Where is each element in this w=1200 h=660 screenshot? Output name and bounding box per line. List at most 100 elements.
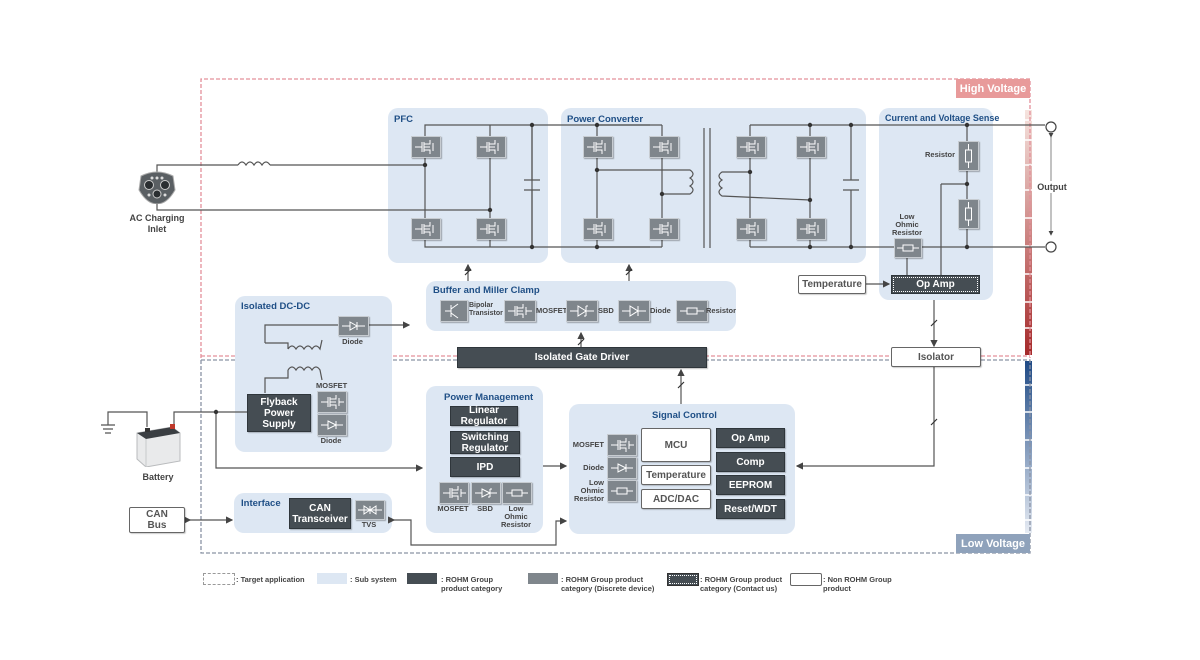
can-transceiver[interactable]: CAN Transceiver [289, 498, 351, 529]
pm-sbd[interactable] [471, 482, 501, 504]
pfc-mosfet[interactable] [411, 218, 441, 240]
resistor-icon [965, 202, 972, 226]
diode-icon [342, 321, 365, 331]
battery-icon [136, 424, 181, 468]
bipolar-transistor-label: Bipolar Transistor [469, 302, 503, 317]
ac-inlet-icon [138, 171, 176, 205]
high-voltage-label: High Voltage [956, 79, 1030, 98]
pm-mosfet[interactable] [439, 482, 469, 504]
diode-icon [321, 420, 343, 430]
pfc-mosfet[interactable] [411, 136, 441, 158]
converter-mosfet[interactable] [583, 218, 613, 240]
mosfet-icon [611, 438, 634, 452]
sense-resistor[interactable] [958, 141, 979, 171]
dcdc-diode-top-label: Diode [342, 337, 363, 346]
output-terminal-positive [1045, 121, 1057, 133]
mosfet-icon [480, 140, 499, 154]
pfc-mosfet[interactable] [476, 136, 506, 158]
converter-mosfet[interactable] [649, 218, 679, 240]
legend-rohm-product: : ROHM Group product category [441, 575, 503, 593]
adc-dac[interactable]: ADC/DAC [641, 489, 711, 509]
dcdc-diode-bottom[interactable] [317, 414, 347, 436]
legend-swatch-subsystem [317, 573, 347, 584]
legend-rohm-discrete: : ROHM Group product category (Discrete … [561, 575, 655, 593]
converter-mosfet[interactable] [736, 218, 766, 240]
resistor-icon [506, 489, 528, 497]
dcdc-diode-bottom-label: Diode [320, 436, 342, 445]
buffer-mosfet-label: MOSFET [536, 306, 568, 315]
eeprom[interactable]: EEPROM [716, 475, 785, 495]
converter-mosfet[interactable] [796, 218, 826, 240]
output-label: Output [1034, 181, 1070, 193]
signal-control-title: Signal Control [652, 410, 717, 421]
ac-charging-inlet[interactable] [137, 170, 177, 205]
sense-resistor-label: Resistor [924, 150, 955, 159]
comp[interactable]: Comp [716, 452, 785, 472]
buffer-diode[interactable] [618, 300, 650, 322]
dcdc-mosfet-label: MOSFET [316, 381, 348, 390]
bipolar-transistor[interactable] [440, 300, 468, 322]
tvs-label: TVS [361, 520, 377, 529]
battery-label: Battery [142, 472, 174, 482]
sc-low-ohmic-resistor[interactable] [607, 480, 637, 502]
sense-resistor[interactable] [958, 199, 979, 229]
switching-regulator[interactable]: Switching Regulator [450, 431, 520, 454]
mosfet-icon [740, 222, 759, 236]
pfc-mosfet[interactable] [476, 218, 506, 240]
buffer-resistor-label: Resistor [706, 306, 737, 315]
interface-title: Interface [241, 498, 281, 509]
sc-diode-label: Diode [583, 463, 604, 472]
isolated-gate-driver[interactable]: Isolated Gate Driver [457, 347, 707, 368]
converter-mosfet[interactable] [649, 136, 679, 158]
buffer-mosfet[interactable] [504, 300, 536, 322]
sense-op-amp[interactable]: Op Amp [891, 275, 980, 294]
low-ohmic-resistor[interactable] [894, 238, 922, 258]
buffer-sbd-label: SBD [598, 306, 614, 315]
mosfet-icon [415, 222, 434, 236]
linear-regulator[interactable]: Linear Regulator [450, 405, 518, 427]
flyback-power-supply[interactable]: Flyback Power Supply [247, 394, 311, 432]
dcdc-title: Isolated DC-DC [241, 301, 311, 312]
mosfet-icon [508, 304, 532, 318]
sc-mosfet[interactable] [607, 434, 637, 456]
bipolar-transistor-icon [445, 303, 459, 319]
buffer-sbd[interactable] [566, 300, 598, 322]
ipd[interactable]: IPD [450, 457, 520, 477]
converter-mosfet[interactable] [796, 136, 826, 158]
reset-wdt[interactable]: Reset/WDT [716, 499, 785, 519]
pm-low-ohmic-resistor[interactable] [502, 482, 532, 504]
legend-non-rohm: : Non ROHM Group product [823, 575, 892, 593]
sc-diode[interactable] [607, 457, 637, 479]
mosfet-icon [480, 222, 499, 236]
buffer-title: Buffer and Miller Clamp [433, 285, 540, 296]
low-ohmic-resistor-label: Low Ohmic Resistor [891, 212, 922, 237]
legend-swatch-non-rohm [790, 573, 822, 586]
schottky-diode-icon [570, 305, 594, 317]
mosfet-icon [740, 140, 759, 154]
dcdc-diode-top[interactable] [338, 316, 369, 336]
schottky-diode-icon [475, 488, 497, 498]
resistor-icon [680, 307, 704, 315]
converter-mosfet[interactable] [583, 136, 613, 158]
can-bus[interactable]: CAN Bus [129, 507, 185, 533]
ac-inlet-label: AC Charging Inlet [129, 213, 185, 234]
dcdc-mosfet[interactable] [317, 391, 347, 413]
mosfet-icon [653, 140, 672, 154]
tvs-diode-icon [358, 505, 382, 515]
legend-swatch-target [203, 573, 235, 585]
legend-swatch-contact [667, 573, 699, 586]
tvs-diode[interactable] [355, 500, 385, 520]
power-management-title: Power Management [444, 392, 534, 403]
sc-op-amp[interactable]: Op Amp [716, 428, 785, 448]
buffer-resistor[interactable] [676, 300, 708, 322]
temperature-sensor[interactable]: Temperature [798, 275, 866, 294]
sc-temperature[interactable]: Temperature [641, 465, 711, 485]
isolator[interactable]: Isolator [891, 347, 981, 367]
mosfet-icon [800, 140, 819, 154]
legend-subsystem: : Sub system [350, 575, 397, 584]
battery[interactable] [134, 421, 182, 468]
mcu[interactable]: MCU [641, 428, 711, 462]
mosfet-icon [653, 222, 672, 236]
converter-mosfet[interactable] [736, 136, 766, 158]
legend-target-application: : Target application [236, 575, 305, 584]
